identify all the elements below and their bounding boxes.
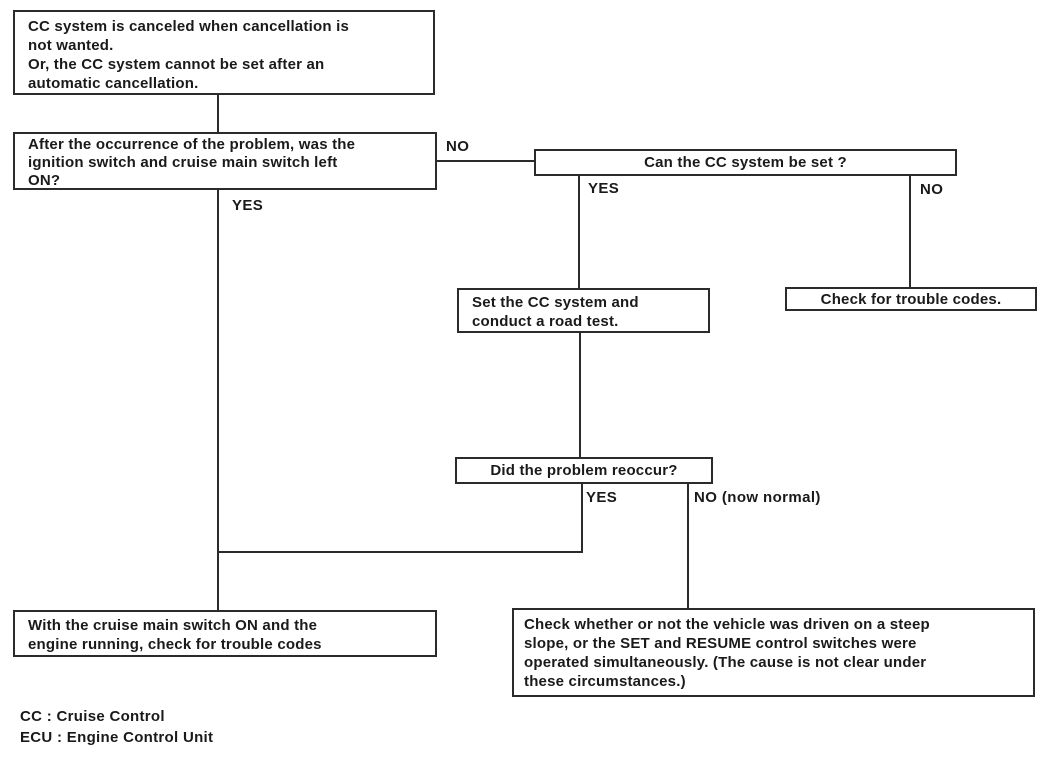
edge-reoccur-no-down	[687, 484, 689, 608]
edge-reoccur-yes-elbow-left	[217, 551, 583, 553]
edge-ignition-yes-down	[217, 190, 219, 610]
node-question-did-problem-reoccur: Did the problem reoccur?	[455, 457, 713, 484]
edge-label-can-set-yes: YES	[588, 180, 620, 197]
node-check-codes-engine-running: With the cruise main switch ON and the e…	[13, 610, 437, 657]
node-check-steep-slope: Check whether or not the vehicle was dri…	[512, 608, 1035, 697]
edge-label-can-set-no: NO	[920, 181, 944, 198]
edge-reoccur-yes-down	[581, 484, 583, 553]
edge-problem-to-ignition	[217, 95, 219, 132]
edge-can-set-yes-down	[578, 176, 580, 288]
edge-road-test-to-reoccur	[579, 333, 581, 457]
node-question-ignition-switch-left-on: After the occurrence of the problem, was…	[13, 132, 437, 190]
edge-label-reoccur-no: NO (now normal)	[694, 489, 821, 506]
edge-label-ignition-no: NO	[446, 138, 470, 155]
node-problem-description: CC system is canceled when cancellation …	[13, 10, 435, 95]
legend-line-cc: CC : Cruise Control	[20, 708, 165, 725]
node-question-can-cc-system-be-set: Can the CC system be set ?	[534, 149, 957, 176]
edge-ignition-no-right	[437, 160, 534, 162]
edge-label-ignition-yes: YES	[232, 197, 264, 214]
abbreviation-legend: CC : Cruise Control ECU : Engine Control…	[20, 706, 213, 748]
node-check-for-trouble-codes: Check for trouble codes.	[785, 287, 1037, 311]
edge-label-reoccur-yes: YES	[586, 489, 618, 506]
legend-line-ecu: ECU : Engine Control Unit	[20, 729, 214, 746]
edge-can-set-no-down	[909, 176, 911, 287]
node-set-cc-system-road-test: Set the CC system and conduct a road tes…	[457, 288, 710, 333]
